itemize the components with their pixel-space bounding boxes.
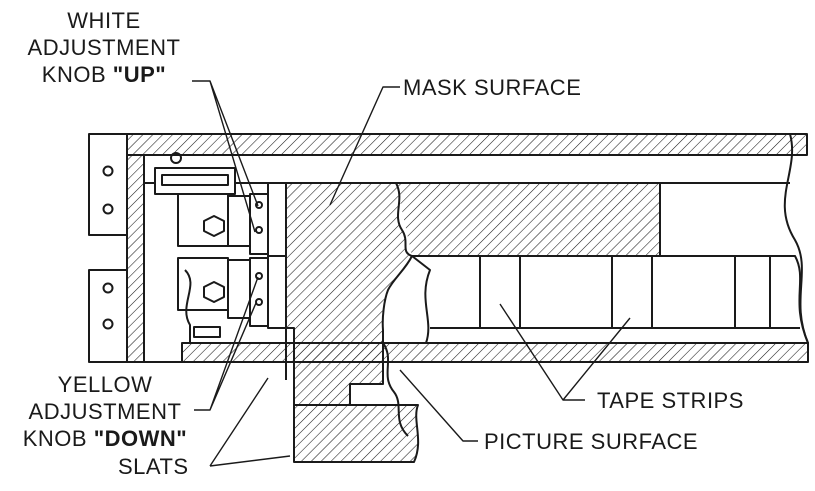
mask-surface-label: MASK SURFACE	[403, 75, 582, 100]
yellow-knob-direction: "DOWN"	[93, 426, 188, 451]
yellow-knob-line3: KNOB "DOWN"	[14, 425, 196, 452]
slat-lower	[267, 255, 287, 329]
white-knob-prefix: KNOB	[41, 62, 113, 87]
picture-extension	[293, 404, 420, 463]
mounting-hole	[102, 318, 114, 330]
frame-outline	[144, 154, 790, 184]
white-knob-leader	[192, 80, 259, 233]
white-knob-label: WHITE ADJUSTMENT KNOB "UP"	[18, 7, 190, 88]
mask-leader	[329, 86, 400, 206]
yellow-knob-line2: ADJUSTMENT	[28, 399, 182, 424]
slats-label: SLATS	[118, 454, 189, 479]
lower-nut	[203, 281, 225, 303]
white-knob-line2: ADJUSTMENT	[27, 35, 181, 60]
yellow-knob-screw	[255, 272, 263, 280]
slat-upper	[267, 182, 287, 257]
left-slat-edge	[285, 328, 295, 462]
slats-leader	[209, 377, 291, 467]
tape-strips-label: TAPE STRIPS	[597, 388, 744, 413]
white-knob-direction: "UP"	[112, 62, 167, 87]
yellow-knob-prefix: KNOB	[22, 426, 94, 451]
lower-bracket-plate	[88, 269, 128, 363]
lower-knob-housing	[177, 257, 229, 311]
mounting-hole	[102, 165, 114, 177]
lower-bracket-contour	[184, 269, 192, 343]
mounting-hole	[102, 282, 114, 294]
upper-nut	[203, 215, 225, 237]
yellow-knob-screw	[255, 298, 263, 306]
picture-panel	[411, 255, 809, 344]
screw-head	[170, 152, 182, 164]
yellow-knob-leader	[194, 276, 259, 411]
yellow-knob-label: YELLOW ADJUSTMENT KNOB "DOWN"	[14, 371, 196, 452]
mask-surface-break	[395, 182, 413, 257]
left-wall	[126, 154, 145, 363]
picture-surface-label: PICTURE SURFACE	[484, 429, 699, 454]
picture-surface-break	[382, 342, 409, 437]
white-knob-screw	[255, 201, 263, 209]
white-knob-line3: KNOB "UP"	[18, 61, 190, 88]
yellow-knob-line1: YELLOW	[57, 372, 153, 397]
tape-leader	[499, 303, 631, 401]
upper-slide-bracket	[154, 167, 236, 195]
upper-bracket-plate	[88, 133, 128, 236]
upper-slot	[161, 174, 229, 186]
mask-surface	[285, 182, 661, 344]
bottom-rail	[181, 342, 809, 363]
bracket-flange	[127, 133, 182, 363]
white-knob-screw	[255, 226, 263, 234]
frame-right-break	[783, 133, 809, 344]
bottom-clip	[193, 326, 221, 338]
mounting-hole	[102, 203, 114, 215]
white-knob-line1: WHITE	[67, 8, 141, 33]
picture-leader	[399, 369, 478, 442]
lower-mask-extension	[293, 342, 384, 406]
